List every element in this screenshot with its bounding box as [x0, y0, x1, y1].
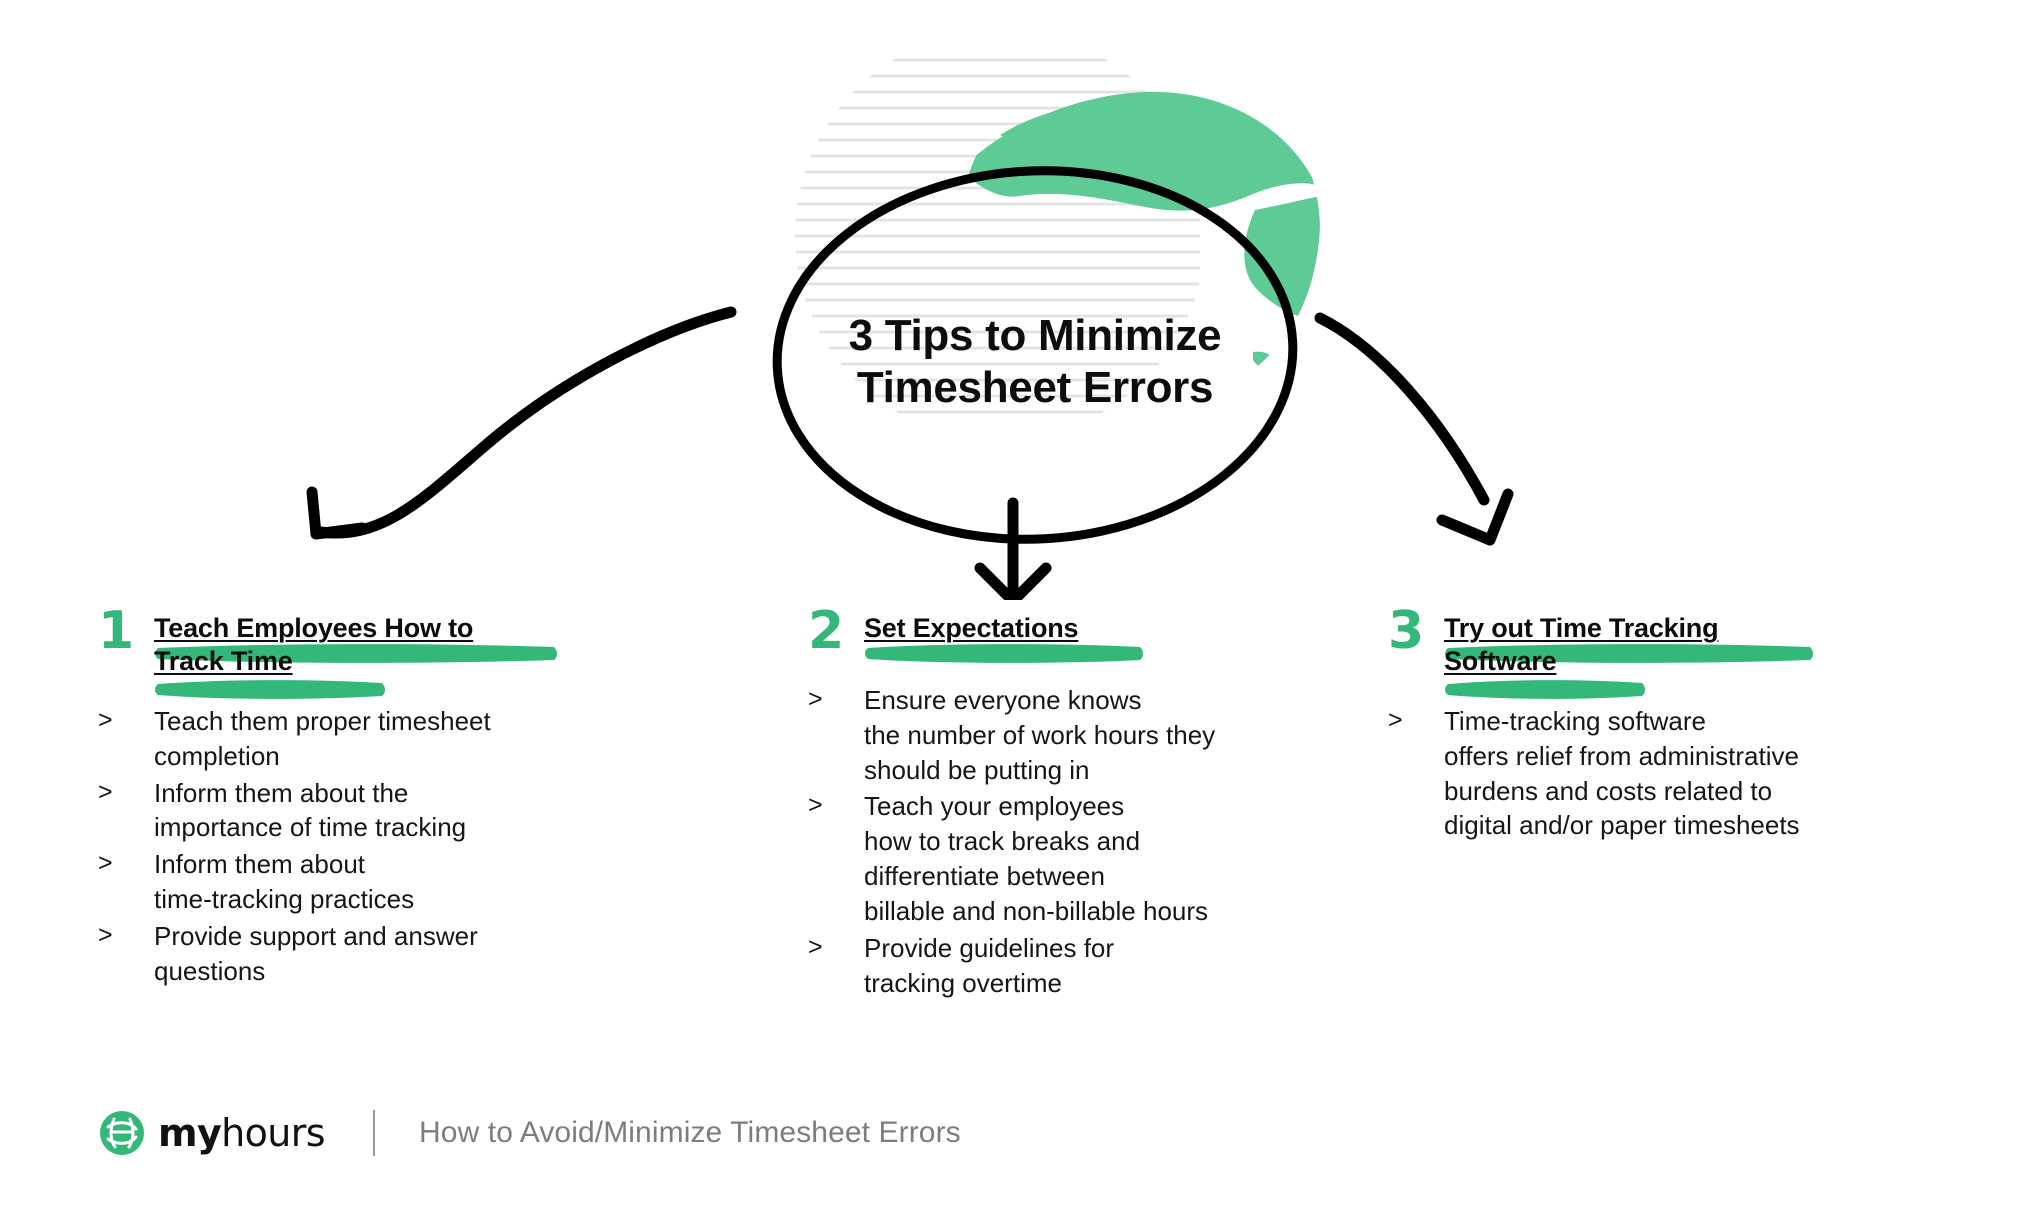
list-item: > Inform them about the importance of ti… [98, 776, 638, 846]
footer: myhours How to Avoid/Minimize Timesheet … [98, 1105, 961, 1161]
logo-light-part: hours [221, 1111, 326, 1155]
list-item-text: Ensure everyone knows the number of work… [864, 684, 1216, 785]
list-item: > Time-tracking software offers relief f… [1388, 704, 1948, 843]
tip-2-number: 2 [808, 601, 845, 661]
tip-1-number: 1 [98, 601, 135, 661]
columns-region: 1 Teach Employees How to Track Time > Te… [0, 605, 2042, 1082]
list-item: > Teach them proper timesheet completion [98, 704, 638, 774]
chevron-right-icon: > [98, 849, 113, 878]
tip-1-title: Teach Employees How to Track Time [154, 613, 474, 676]
list-item: > Provide guidelines for tracking overti… [808, 931, 1368, 1001]
list-item: > Teach your employees how to track brea… [808, 789, 1368, 928]
list-item-text: Teach your employees how to track breaks… [864, 791, 1209, 926]
myhours-logo-icon [100, 1111, 144, 1155]
chevron-right-icon: > [808, 791, 823, 820]
tip-2-bullets: > Ensure everyone knows the number of wo… [808, 683, 1368, 1000]
list-item-text: Inform them about time-tracking practice… [154, 849, 415, 915]
tip-2-header: 2 Set Expectations [808, 605, 1368, 663]
tip-3-title: Try out Time Tracking Software [1444, 613, 1719, 676]
tip-3-number: 3 [1388, 601, 1425, 661]
tip-3-header: 3 Try out Time Tracking Software [1388, 605, 1948, 699]
list-item-text: Teach them proper timesheet completion [154, 705, 491, 771]
tip-column-3: 3 Try out Time Tracking Software > Time-… [1388, 605, 1948, 845]
tip-2-title: Set Expectations [864, 613, 1079, 643]
chevron-right-icon: > [98, 920, 113, 949]
hero-svg [306, 58, 1514, 600]
list-item: > Provide support and answer questions [98, 919, 638, 989]
footer-caption: How to Avoid/Minimize Timesheet Errors [419, 1116, 961, 1149]
chevron-right-icon: > [808, 932, 823, 961]
arrow-left [306, 306, 737, 540]
list-item-text: Inform them about the importance of time… [154, 777, 467, 843]
logo-bold-part: my [158, 1111, 222, 1155]
footer-divider [373, 1110, 376, 1156]
arrow-right [1314, 312, 1514, 546]
arrow-center [974, 497, 1052, 600]
chevron-right-icon: > [98, 705, 113, 734]
tip-column-1: 1 Teach Employees How to Track Time > Te… [98, 605, 638, 991]
tip-1-header: 1 Teach Employees How to Track Time [98, 605, 638, 699]
chevron-right-icon: > [1388, 705, 1403, 734]
hero-graphic: 3 Tips to Minimize Timesheet Errors [0, 0, 2042, 600]
hero-title: 3 Tips to Minimize Timesheet Errors [848, 311, 1222, 412]
tip-column-2: 2 Set Expectations > Ensure everyone kno… [808, 605, 1368, 1002]
tip-1-bullets: > Teach them proper timesheet completion… [98, 704, 638, 989]
myhours-wordmark: myhours [158, 1111, 326, 1155]
list-item-text: Provide guidelines for tracking overtime [864, 932, 1115, 998]
chevron-right-icon: > [808, 684, 823, 713]
tip-3-bullets: > Time-tracking software offers relief f… [1388, 704, 1948, 843]
list-item: > Inform them about time-tracking practi… [98, 847, 638, 917]
chevron-right-icon: > [98, 777, 113, 806]
list-item: > Ensure everyone knows the number of wo… [808, 683, 1368, 787]
hand-drawn-circle [772, 166, 1298, 544]
list-item-text: Provide support and answer questions [154, 920, 478, 986]
list-item-text: Time-tracking software offers relief fro… [1444, 705, 1800, 841]
